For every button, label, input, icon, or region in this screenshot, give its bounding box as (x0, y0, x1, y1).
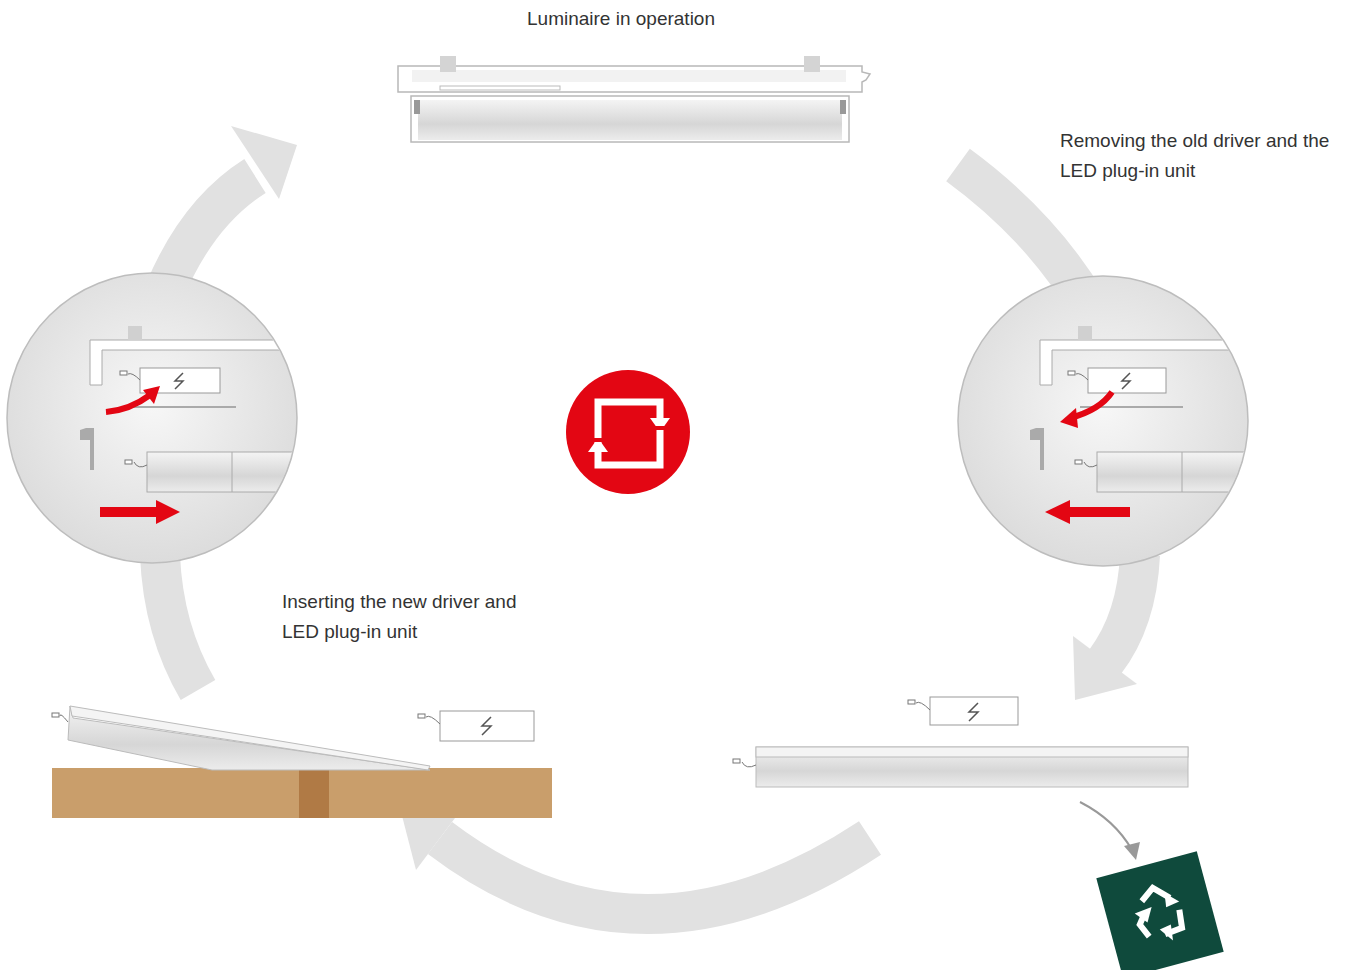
step-label: Removing the old driver and the LED plug… (1060, 126, 1332, 186)
step-label: Inserting the new driver and LED plug-in… (282, 587, 558, 647)
cycle-icon (566, 370, 690, 494)
removed-parts (733, 697, 1188, 860)
removal-detail (958, 276, 1260, 566)
recycling-symbol (1096, 851, 1223, 970)
step-label: Luminaire in operation (527, 4, 787, 34)
luminaire (398, 56, 870, 142)
insertion-detail (7, 273, 310, 563)
new-parts (52, 706, 552, 818)
cycle-arrows (160, 165, 1140, 914)
